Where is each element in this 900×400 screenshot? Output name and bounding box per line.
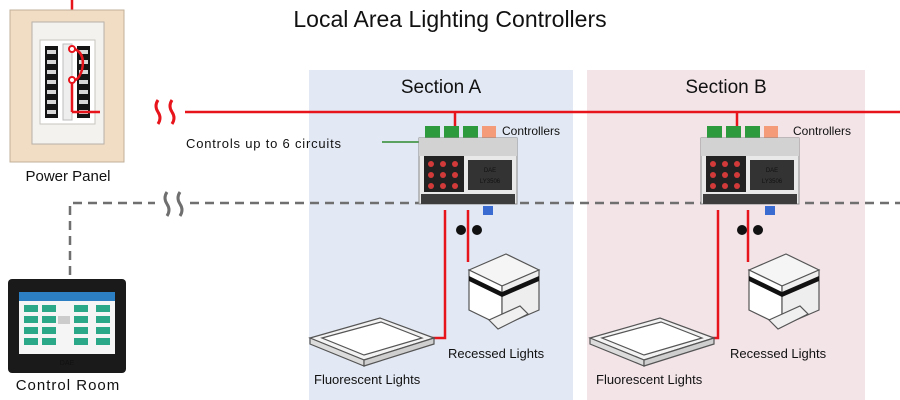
fluorescent-light-b-icon xyxy=(588,317,716,367)
fluorescent-light-a-icon xyxy=(308,317,436,367)
controller-b-dot xyxy=(753,225,763,235)
controller-a-model: LY3506 xyxy=(480,179,501,185)
fluorescent-lights-b-label: Fluorescent Lights xyxy=(596,372,703,387)
controller-b-model: LY3506 xyxy=(762,179,783,185)
data-line-break-icon xyxy=(163,191,184,217)
recessed-lights-b-label: Recessed Lights xyxy=(730,346,827,361)
section-a-title: Section A xyxy=(401,77,482,98)
power-line-break-icon xyxy=(154,99,176,125)
recessed-lights-a-label: Recessed Lights xyxy=(448,346,545,361)
control-room-label: Control Room xyxy=(16,377,121,394)
power-panel-label: Power Panel xyxy=(25,168,110,185)
controller-b-brand: DAE xyxy=(766,168,778,174)
controller-a-dot xyxy=(456,225,466,235)
controller-a xyxy=(418,126,518,215)
controller-b xyxy=(700,126,800,215)
controller-b-label: Controllers xyxy=(793,124,851,138)
recessed-light-a-icon xyxy=(467,253,541,330)
control-room-screen xyxy=(8,279,126,373)
callout-text: Controls up to 6 circuits xyxy=(186,136,342,151)
control-screen-brand: DAE xyxy=(60,360,75,367)
controller-a-brand: DAE xyxy=(484,168,496,174)
section-b-title: Section B xyxy=(685,77,766,98)
controller-a-dot xyxy=(472,225,482,235)
diagram-title: Local Area Lighting Controllers xyxy=(293,6,606,32)
controller-a-label: Controllers xyxy=(502,124,560,138)
power-panel xyxy=(9,9,125,163)
fluorescent-lights-a-label: Fluorescent Lights xyxy=(314,372,421,387)
controller-b-dot xyxy=(737,225,747,235)
recessed-light-b-icon xyxy=(747,253,821,330)
